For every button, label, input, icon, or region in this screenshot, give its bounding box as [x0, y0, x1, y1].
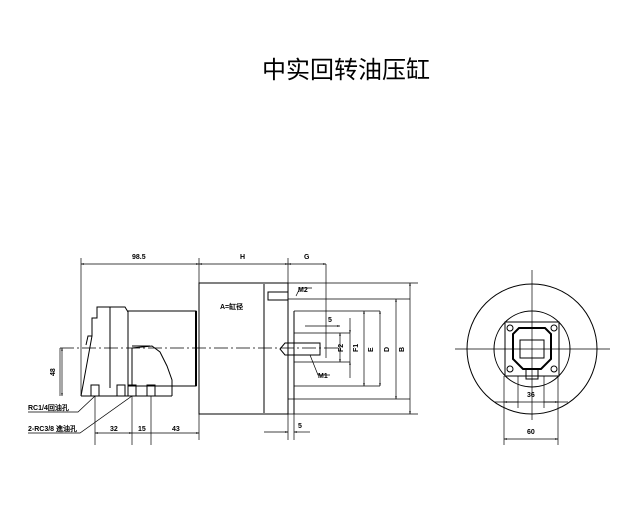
dim-f2: F2	[338, 344, 345, 352]
label-bore: A=缸径	[220, 302, 243, 311]
dim-5-bottom: 5	[298, 423, 302, 430]
dim-d: D	[384, 347, 391, 352]
front-view	[455, 270, 610, 445]
dim-g: G	[304, 254, 310, 261]
dim-98-5: 98.5	[132, 254, 146, 261]
dim-36: 36	[527, 392, 535, 399]
dim-15: 15	[138, 426, 146, 433]
dim-f1: F1	[353, 344, 360, 352]
dim-5-top: 5	[328, 317, 332, 324]
label-inlet-port: 2-RC3/8 進油孔	[28, 424, 77, 433]
drawing-title: 中实回转油压缸	[262, 56, 430, 84]
dim-e: E	[368, 347, 375, 352]
front-view-labels: 36 60	[527, 392, 535, 436]
label-return-port: RC1/4回油孔	[28, 403, 69, 412]
dim-43: 43	[172, 426, 180, 433]
dim-48: 48	[50, 368, 57, 376]
dim-32: 32	[110, 426, 118, 433]
label-m1: M1	[318, 373, 328, 380]
dim-h: H	[240, 254, 245, 261]
label-m2: M2	[298, 287, 308, 294]
dim-b: B	[399, 347, 406, 352]
side-view	[28, 258, 418, 445]
side-view-labels: 98.5 H G M2 A=缸径 5 F2 F1 E D B M1 48 RC1…	[28, 254, 406, 433]
dim-60: 60	[527, 429, 535, 436]
